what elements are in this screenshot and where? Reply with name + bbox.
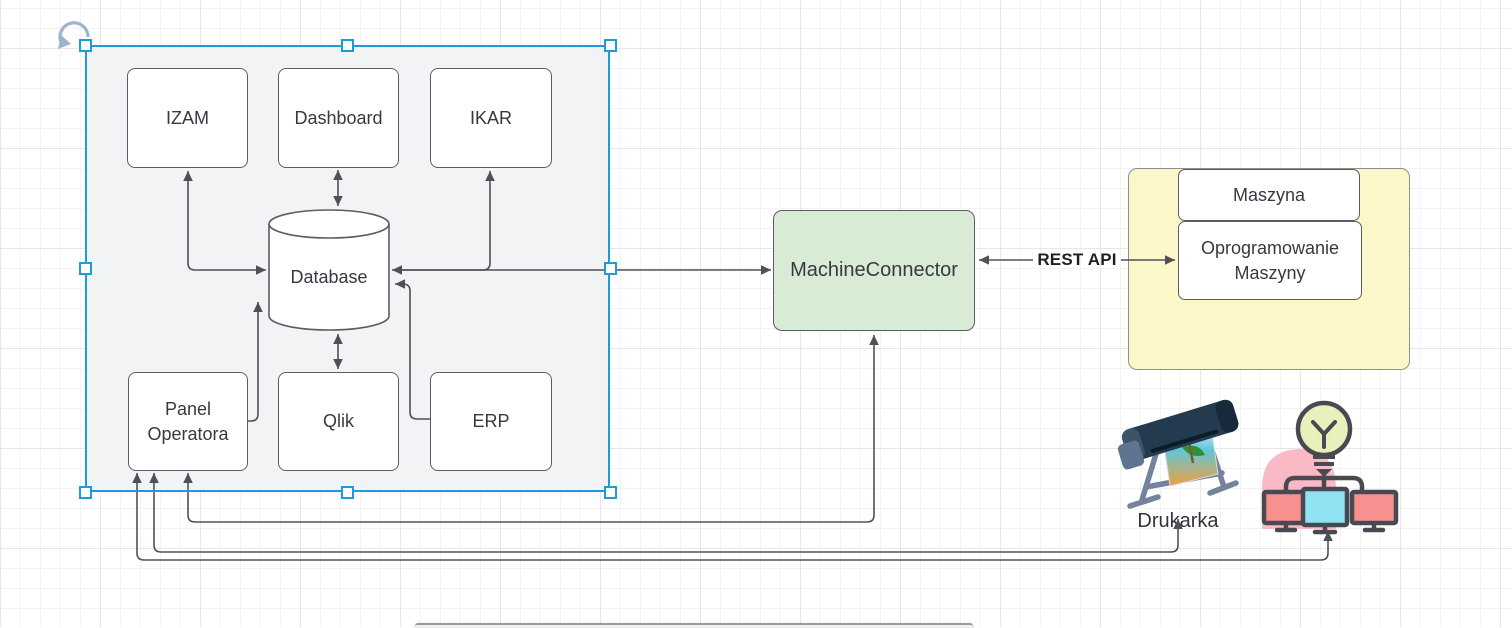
edge-panel-network[interactable] <box>132 473 1333 561</box>
node-dashboard[interactable]: Dashboard <box>278 68 399 168</box>
resize-handle-ne[interactable] <box>603 38 617 52</box>
database-cylinder-shape <box>268 209 390 331</box>
node-izam[interactable]: IZAM <box>127 68 248 168</box>
node-dashboard-label: Dashboard <box>294 107 383 128</box>
node-ikar[interactable]: IKAR <box>430 68 552 168</box>
edge-erp-database[interactable] <box>395 279 430 420</box>
resize-handle-sw[interactable] <box>78 485 92 499</box>
node-machine-connector-label: MachineConnector <box>790 259 958 281</box>
resize-handle-se[interactable] <box>603 485 617 499</box>
resize-handle-s[interactable] <box>341 485 354 499</box>
node-ikar-label: IKAR <box>469 107 512 128</box>
edge-panel-machineconnector[interactable] <box>183 335 879 523</box>
offscreen-shape-edge[interactable] <box>415 623 973 628</box>
resize-handle-e[interactable] <box>603 262 617 275</box>
node-maszyna[interactable]: Maszyna <box>1178 169 1360 221</box>
edge-panel-database[interactable] <box>248 302 263 422</box>
node-machine-connector[interactable]: MachineConnector <box>773 210 975 331</box>
node-database-label: Database <box>290 267 368 287</box>
node-oprogramowanie-maszyny-label: Oprogramowanie Maszyny <box>1200 238 1340 283</box>
edge-ikar-database[interactable] <box>392 171 495 275</box>
node-maszyna-label: Maszyna <box>1232 184 1306 205</box>
lightbulb-network-icon[interactable] <box>1261 400 1399 535</box>
node-database[interactable]: Database <box>268 209 390 331</box>
edge-izam-database[interactable] <box>183 171 266 275</box>
node-izam-label: IZAM <box>166 107 209 128</box>
resize-handle-n[interactable] <box>341 38 354 52</box>
rotate-handle-icon[interactable] <box>58 21 90 49</box>
printer-icon[interactable] <box>1117 398 1241 509</box>
node-oprogramowanie-maszyny[interactable]: Oprogramowanie Maszyny <box>1178 221 1362 300</box>
edge-panel-drukarka[interactable] <box>149 473 1183 553</box>
resize-handle-w[interactable] <box>78 262 92 275</box>
rest-api-edge-label[interactable]: REST API <box>1037 250 1117 269</box>
resize-handle-nw[interactable] <box>78 38 92 52</box>
